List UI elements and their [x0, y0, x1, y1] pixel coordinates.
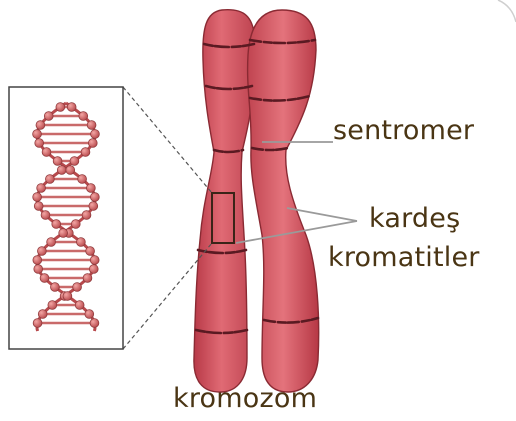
dna-bead	[40, 274, 49, 283]
dna-bead	[44, 112, 53, 121]
dna-bead	[37, 247, 46, 256]
left-chromatid	[194, 10, 255, 392]
dna-bead	[77, 238, 86, 247]
dna-bead	[71, 220, 80, 229]
dna-bead	[57, 166, 66, 175]
dna-bead	[83, 274, 92, 283]
dna-bead	[78, 175, 87, 184]
dna-bead	[75, 301, 84, 310]
dna-bead	[38, 310, 47, 319]
dna-bead	[81, 148, 90, 157]
dna-bead	[89, 202, 98, 211]
right-chromatid	[248, 10, 319, 392]
sister-chromatids-label-line2: kromatitler	[328, 244, 480, 271]
dna-bead	[33, 256, 42, 265]
dna-bead	[51, 283, 60, 292]
chromosome-label: kromozom	[173, 385, 317, 412]
dna-bead	[86, 184, 95, 193]
dna-bead	[34, 265, 43, 274]
centromere-label: sentromer	[333, 117, 474, 144]
dna-bead	[73, 283, 82, 292]
dna-bead	[91, 130, 100, 139]
dna-bead	[47, 238, 56, 247]
dna-bead	[82, 211, 91, 220]
dna-bead	[34, 202, 43, 211]
dna-bead	[88, 139, 97, 148]
dna-bead	[45, 175, 54, 184]
dna-bead	[87, 121, 96, 130]
dna-bead	[33, 130, 42, 139]
dna-bead	[70, 157, 79, 166]
sister-chromatids-label-line1: kardeş	[369, 205, 460, 232]
dna-bead	[42, 148, 51, 157]
dna-bead	[85, 310, 94, 319]
dna-bead	[35, 139, 44, 148]
dna-bead	[48, 301, 57, 310]
dna-inset-frame	[9, 87, 123, 349]
dna-bead	[33, 319, 42, 328]
dna-bead	[67, 103, 76, 112]
dna-bead	[59, 229, 68, 238]
dna-bead	[37, 184, 46, 193]
dna-bead	[66, 166, 75, 175]
dna-bead	[53, 157, 62, 166]
corner-arc	[498, 0, 516, 22]
dna-bead	[86, 247, 95, 256]
dna-bead	[90, 193, 99, 202]
dna-bead	[41, 211, 50, 220]
dna-bead	[90, 256, 99, 265]
dna-bead	[52, 220, 61, 229]
dna-bead	[79, 112, 88, 121]
dna-bead	[33, 193, 42, 202]
dna-bead	[89, 265, 98, 274]
dna-bead	[36, 121, 45, 130]
dna-bead	[90, 319, 99, 328]
dna-bead	[63, 292, 72, 301]
dna-bead	[56, 103, 65, 112]
